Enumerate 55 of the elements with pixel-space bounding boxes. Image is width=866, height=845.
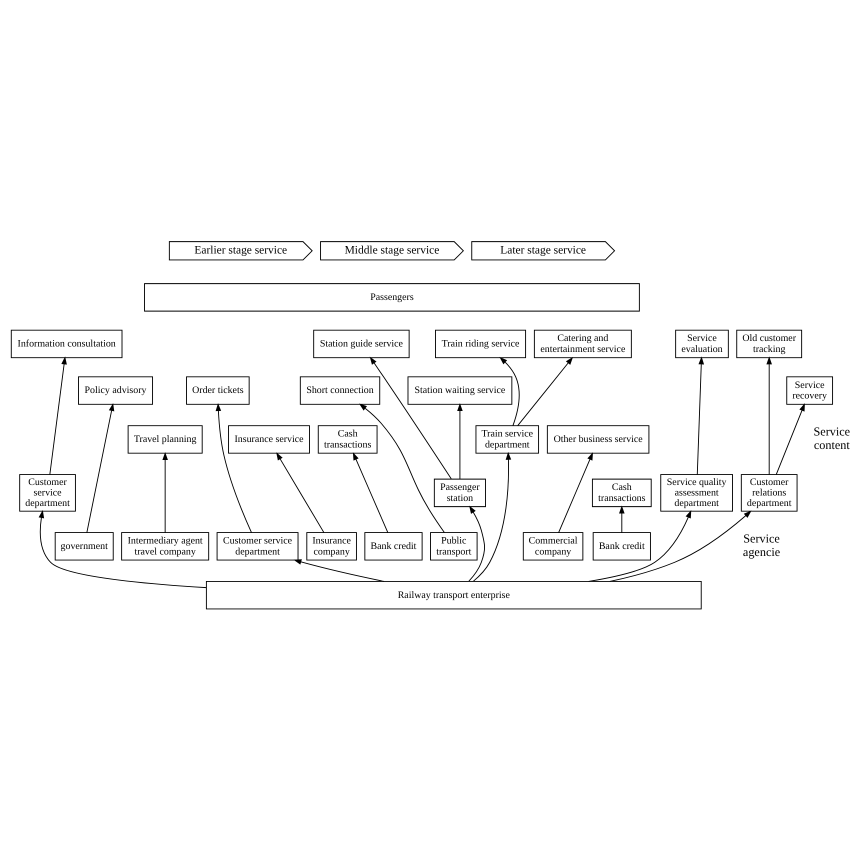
node-box: Service quality assessment department — [660, 474, 733, 512]
arrow — [276, 452, 324, 532]
node-box: Catering and entertainment service — [534, 329, 632, 358]
node-box: Customer service department — [19, 474, 76, 512]
label: Service agencie — [742, 530, 780, 559]
arrow — [588, 510, 692, 582]
arrow — [499, 356, 520, 426]
node-box: Cash transactions — [318, 424, 378, 454]
node-box: Commercial company — [522, 532, 584, 560]
node-box: Station guide service — [313, 329, 410, 358]
arrow — [558, 452, 593, 532]
node-box: Other business service — [546, 424, 650, 454]
node-box: Order tickets — [186, 376, 250, 404]
node-box: Train service department — [476, 424, 540, 454]
arrow — [696, 356, 704, 474]
arrow — [370, 356, 452, 479]
node-box: Railway transport enterprise — [206, 580, 702, 609]
arrow — [457, 402, 463, 479]
node-box: Travel planning — [128, 424, 203, 454]
node-box: Service evaluation — [675, 329, 729, 358]
node-box: Customer relations department — [740, 474, 798, 512]
node-box: Old customer tracking — [736, 329, 802, 358]
arrow — [216, 402, 252, 532]
arrow — [86, 402, 114, 532]
node-box: Short connection — [300, 376, 380, 404]
arrow — [766, 356, 772, 474]
arrow — [49, 356, 67, 474]
arrow — [472, 451, 512, 582]
node-box: Station waiting service — [408, 376, 512, 404]
arrow — [162, 452, 168, 532]
node-box: Customer service department — [216, 532, 298, 560]
arrow — [359, 403, 445, 532]
node-box: Passenger station — [434, 478, 486, 507]
label: Service content — [814, 424, 850, 452]
arrow — [776, 402, 805, 474]
node-box: Public transport — [430, 532, 478, 560]
node-box: Bank credit — [592, 532, 651, 560]
arrow — [468, 505, 485, 582]
node-box: Intermediary agent travel company — [121, 532, 210, 560]
node-box: government — [54, 532, 114, 560]
node-box: Cash transactions — [592, 478, 652, 507]
node-box: Train riding service — [435, 329, 526, 358]
node-box: Service recovery — [786, 376, 834, 404]
node-box: Bank credit — [364, 532, 423, 560]
arrow — [38, 510, 207, 588]
arrow — [517, 356, 574, 426]
node-box: Policy advisory — [78, 376, 154, 404]
node-box: Insurance service — [228, 424, 310, 454]
arrow — [609, 510, 752, 582]
arrow — [294, 558, 385, 582]
arrow — [352, 452, 388, 532]
node-box: Information consultation — [10, 329, 122, 358]
arrow — [619, 505, 625, 532]
node-box: Passengers — [144, 282, 640, 312]
node-box: Insurance company — [306, 532, 357, 560]
